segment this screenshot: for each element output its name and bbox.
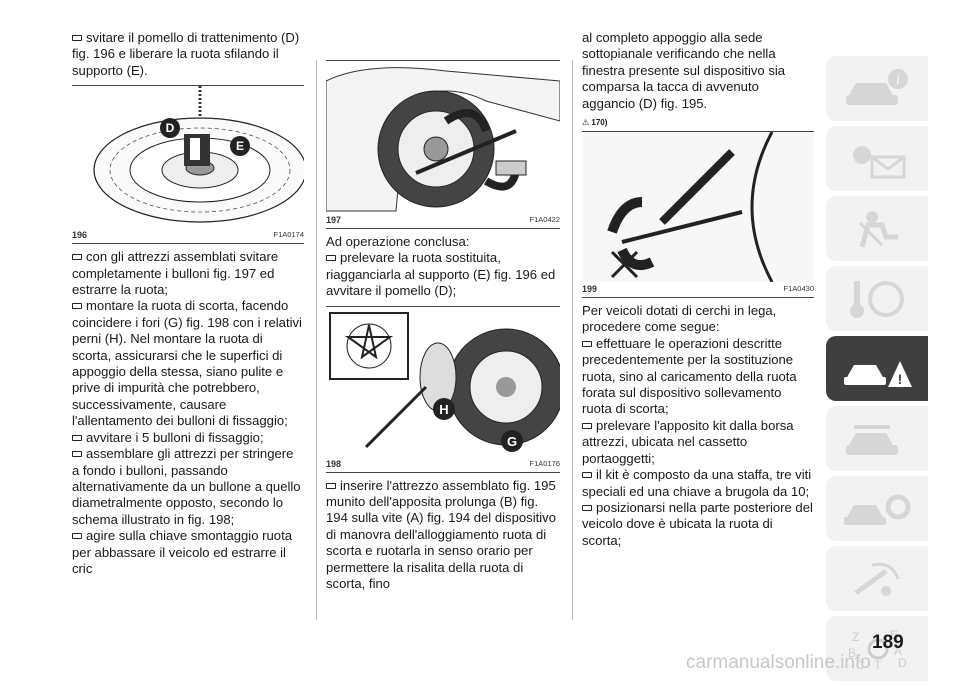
paragraph: montare la ruota di scorta, facendo coin…	[72, 298, 302, 429]
svg-text:D: D	[898, 656, 907, 670]
tab-car-info[interactable]: i	[826, 56, 928, 121]
figure-code: F1A0422	[529, 215, 560, 224]
svg-text:T: T	[874, 658, 882, 671]
tab-warning-lights[interactable]	[826, 126, 928, 191]
paragraph: con gli attrezzi assemblati svitare comp…	[72, 249, 279, 298]
bullet-icon	[72, 434, 82, 441]
svg-text:Z: Z	[852, 630, 859, 644]
tab-starting-driving[interactable]	[826, 266, 928, 331]
bullet-icon	[582, 340, 592, 347]
spare-wheel-mount-illustration: H G	[329, 311, 560, 452]
paragraph: assemblare gli attrezzi per stringere a …	[72, 446, 301, 527]
svg-text:H: H	[439, 402, 448, 417]
paragraph: al completo appoggio alla sede sottopian…	[582, 30, 786, 111]
figure-number: 198	[326, 458, 342, 469]
figure-199: 199 F1A0430	[582, 131, 814, 299]
tab-emergency[interactable]: !	[826, 336, 928, 401]
bullet-icon	[326, 482, 336, 489]
warning-lights-icon	[853, 145, 906, 178]
figure-number: 196	[72, 230, 88, 241]
paragraph: svitare il pomello di trattenimento (D) …	[72, 30, 300, 78]
steering-key-icon	[850, 280, 904, 318]
svg-text:C: C	[856, 658, 865, 671]
spare-wheel-illustration: D E	[93, 86, 304, 223]
svg-text:!: !	[898, 371, 903, 387]
figure-code: F1A0176	[529, 458, 560, 468]
bullet-icon	[72, 35, 82, 41]
paragraph: avvitare i 5 bulloni di fissaggio;	[72, 430, 304, 446]
label-e-marker	[230, 136, 250, 157]
paragraph: il kit è composto da una staffa, tre vit…	[582, 467, 812, 499]
svg-text:E: E	[236, 139, 244, 153]
car-info-icon: i	[846, 68, 908, 105]
winch-operation-illustration	[582, 132, 814, 283]
label-g-marker	[501, 429, 523, 452]
bullet-icon	[72, 533, 82, 540]
car-maintenance-icon	[846, 424, 898, 455]
figure-code: F1A0174	[273, 230, 304, 240]
car-breakdown-icon: !	[844, 360, 912, 387]
bullet-icon	[72, 303, 82, 310]
figure-number: 197	[326, 215, 342, 225]
label-h-marker	[433, 397, 455, 420]
paragraph: Per veicoli dotati di cerchi in lega, pr…	[582, 303, 777, 335]
bullet-icon	[72, 254, 82, 261]
wheel-removal-illustration	[326, 67, 560, 212]
warning-reference: ⚠ 170)	[582, 118, 608, 128]
label-d-marker	[160, 118, 180, 139]
paragraph: inserire l'attrezzo assemblato fig. 195 …	[326, 477, 556, 592]
svg-text:B: B	[848, 646, 856, 660]
car-specs-icon	[844, 494, 911, 525]
paragraph: posizionarsi nella parte posteriore del …	[582, 499, 813, 548]
page-number: 189	[872, 632, 904, 653]
multimedia-icon	[854, 562, 900, 596]
column-3: al completo appoggio alla sede sottopian…	[582, 30, 814, 549]
paragraph: agire sulla chiave smontaggio ruota per …	[72, 528, 292, 576]
bullet-icon	[326, 255, 336, 262]
svg-text:i: i	[897, 72, 901, 87]
paragraph: prelevare la ruota sostituita, riagganci…	[326, 250, 556, 299]
figure-198: H G 198 F1A0176	[326, 305, 560, 473]
figure-code: F1A0430	[783, 284, 814, 294]
paragraph: Ad operazione conclusa:	[326, 234, 470, 249]
figure-number: 199	[582, 284, 598, 295]
tab-technical-data[interactable]	[826, 476, 928, 541]
svg-text:G: G	[507, 434, 517, 449]
bullet-icon	[582, 504, 592, 511]
figure-197: 197 F1A0422	[326, 60, 560, 229]
figure-196: D E 196 F1A0174	[72, 85, 304, 245]
bullet-icon	[72, 451, 82, 458]
svg-text:E: E	[890, 628, 898, 642]
tab-maintenance[interactable]	[826, 406, 928, 471]
column-divider	[316, 60, 317, 620]
tab-safety[interactable]	[826, 196, 928, 261]
paragraph: prelevare l'apposito kit dalla borsa att…	[582, 417, 794, 466]
column-divider	[572, 60, 573, 620]
paragraph: effettuare le operazioni descritte prece…	[582, 335, 797, 417]
bullet-icon	[582, 422, 592, 429]
column-2: 197 F1A0422 Ad operazione conclusa: prele…	[326, 30, 560, 592]
column-1: svitare il pomello di trattenimento (D) …	[72, 30, 304, 577]
watermark: carmanualsonline.info	[686, 652, 871, 673]
tab-multimedia[interactable]	[826, 546, 928, 611]
bullet-icon	[582, 472, 592, 479]
svg-text:D: D	[166, 121, 175, 135]
airbag-seat-icon	[858, 210, 898, 248]
svg-text:A: A	[894, 644, 902, 658]
warning-triangle-icon: ⚠	[582, 118, 590, 128]
